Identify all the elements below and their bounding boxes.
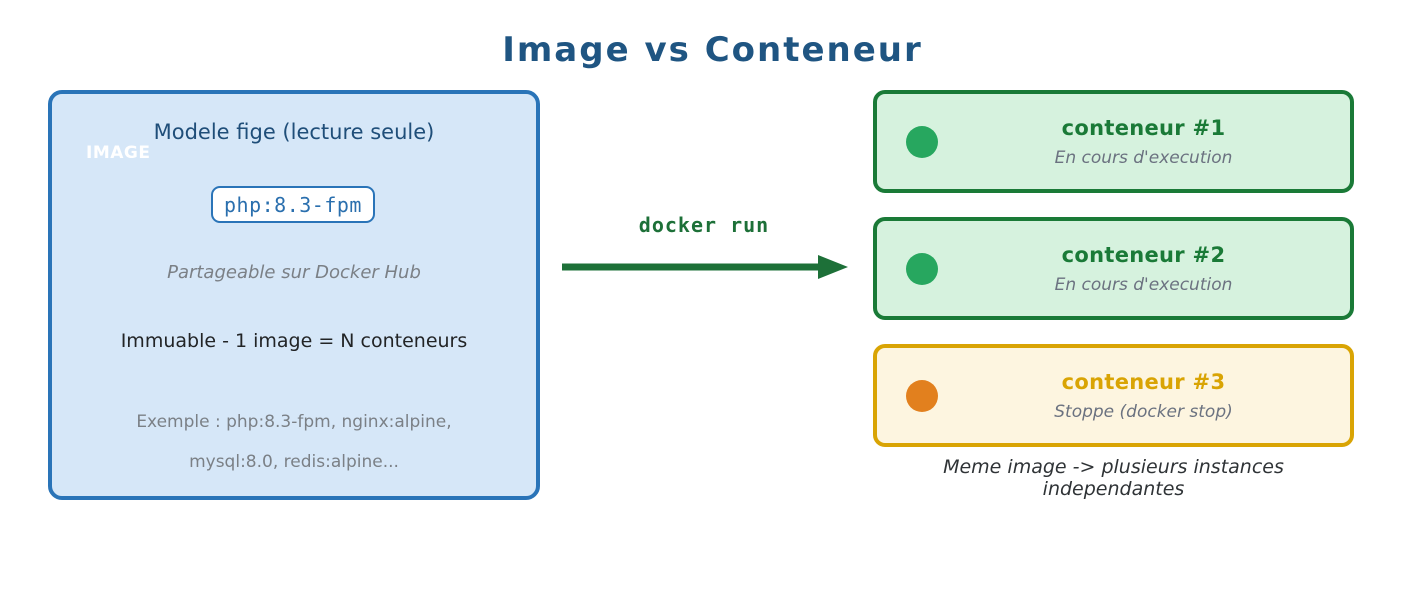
image-panel-heading: Modele fige (lecture seule): [153, 120, 435, 144]
container-status: Stoppe (docker stop): [1054, 401, 1233, 422]
image-panel-example-line-2: mysql:8.0, redis:alpine...: [189, 452, 399, 472]
image-panel-statement: Immuable - 1 image = N conteneurs: [120, 330, 468, 352]
container-card[interactable]: conteneur #3 Stoppe (docker stop): [873, 344, 1354, 447]
container-card-body: conteneur #3 Stoppe (docker stop): [947, 348, 1340, 443]
container-card-body: conteneur #1 En cours d'execution: [947, 94, 1340, 189]
status-dot-icon: [906, 252, 938, 285]
image-panel-badge-label: IMAGE: [86, 143, 151, 163]
image-panel: [48, 90, 540, 500]
docker-run-arrow: [560, 252, 852, 282]
containers-caption: Meme image -> plusieurs instances indepe…: [943, 456, 1284, 500]
status-dot-icon: [906, 125, 938, 158]
docker-run-label: docker run: [638, 213, 770, 237]
container-card[interactable]: conteneur #1 En cours d'execution: [873, 90, 1354, 193]
container-title: conteneur #1: [1061, 115, 1226, 140]
container-title: conteneur #3: [1061, 369, 1226, 394]
arrow-icon: [562, 255, 848, 279]
status-dot-icon: [906, 379, 938, 412]
container-status: En cours d'execution: [1054, 147, 1233, 168]
container-title: conteneur #2: [1061, 242, 1226, 267]
container-card[interactable]: conteneur #2 En cours d'execution: [873, 217, 1354, 320]
container-card-body: conteneur #2 En cours d'execution: [947, 221, 1340, 316]
image-panel-example-line-1: Exemple : php:8.3-fpm, nginx:alpine,: [136, 412, 452, 432]
image-panel-note: Partageable sur Docker Hub: [167, 262, 421, 283]
page-title: Image vs Conteneur: [502, 30, 923, 70]
image-tag-chip: php:8.3-fpm: [211, 186, 375, 223]
container-status: En cours d'execution: [1054, 274, 1233, 295]
